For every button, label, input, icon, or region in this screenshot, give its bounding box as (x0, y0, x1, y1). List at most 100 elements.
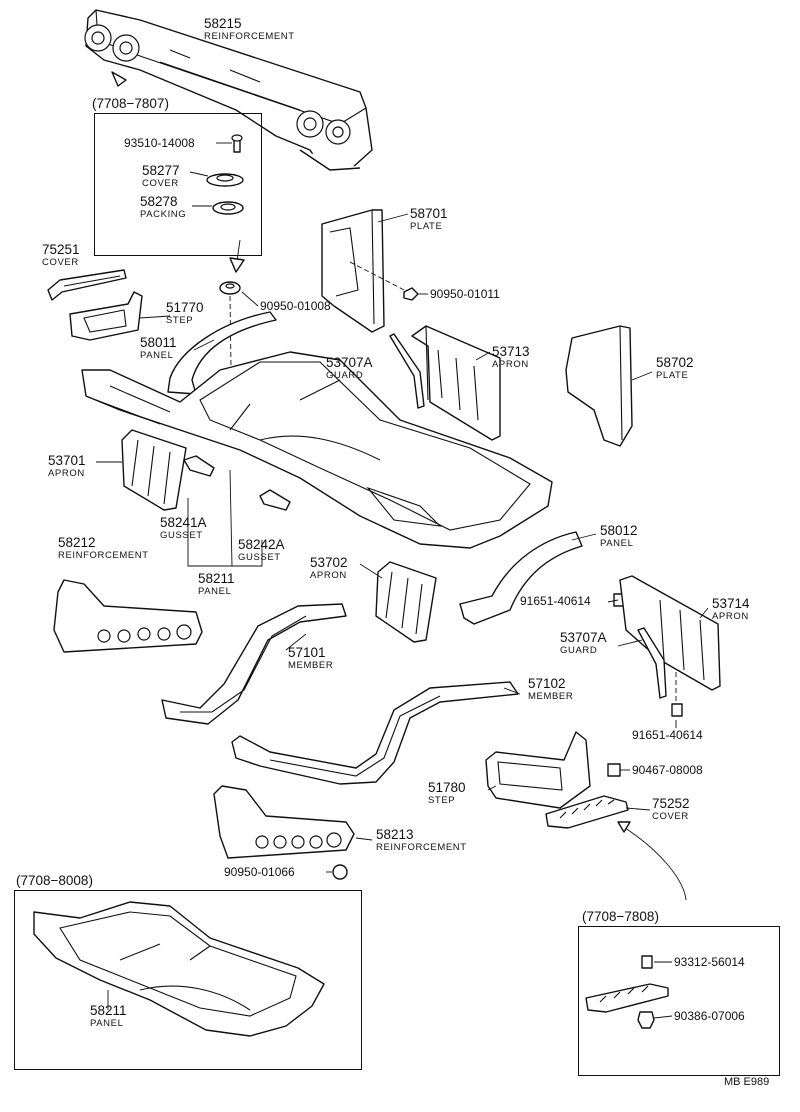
part-name: APRON (48, 467, 85, 479)
date-range-top: (7708−7807) (92, 96, 169, 111)
leader-lines (96, 142, 709, 1019)
gusset-58241a-drawing (183, 455, 215, 477)
step-51770-drawing (69, 291, 143, 341)
part-number: 58701 (410, 206, 448, 221)
code-90950-01011: 90950-01011 (430, 287, 500, 301)
box-7708-7807-drawing (206, 134, 244, 215)
code-93312-56014: 93312-56014 (674, 955, 745, 969)
reinforcement-58213-drawing (213, 785, 355, 859)
part-name: PACKING (140, 208, 187, 220)
part-number: 58278 (140, 194, 178, 209)
bolt-90467-08008 (607, 763, 621, 777)
code-91651-40614-top: 91651-40614 (520, 594, 591, 608)
part-name: PLATE (656, 369, 689, 381)
part-name: APRON (310, 569, 347, 581)
part-number: 53701 (48, 453, 86, 468)
part-name: GUARD (326, 369, 364, 381)
code-90950-01066: 90950-01066 (224, 865, 295, 879)
part-name: MEMBER (288, 659, 334, 671)
reinforcement-58212-drawing (53, 579, 203, 653)
part-number: 57101 (288, 645, 326, 660)
part-name: REINFORCEMENT (58, 549, 149, 561)
panel-58011-drawing (167, 311, 277, 395)
grommet-90950-01066 (332, 864, 348, 880)
cover-75251-drawing (47, 269, 127, 301)
part-name: COVER (42, 256, 79, 268)
part-name: PANEL (140, 349, 174, 361)
part-name: REINFORCEMENT (376, 841, 467, 853)
part-name: GUSSET (238, 551, 281, 563)
apron-53701-drawing (121, 429, 187, 511)
part-number: 51770 (166, 300, 204, 315)
step-51780-drawing (485, 731, 591, 809)
part-number: 58702 (656, 355, 694, 370)
part-number: 51780 (428, 780, 466, 795)
part-name: GUSSET (160, 529, 203, 541)
part-number: 75252 (652, 796, 690, 811)
apron-53714-drawing (619, 575, 721, 691)
part-name: PANEL (198, 585, 232, 597)
nut-90950-01011 (403, 287, 419, 301)
diagram-code: MB E989 (724, 1076, 770, 1088)
part-number: 58211 (90, 1003, 127, 1018)
cover-75252-drawing (545, 795, 629, 829)
floor-panel-drawing (81, 351, 553, 549)
part-number: 58277 (142, 163, 180, 178)
apron-53702-drawing (375, 561, 437, 643)
part-number: 58241A (160, 515, 207, 530)
bolt-93312-56014 (641, 955, 653, 969)
gusset-58242a-drawing (259, 489, 291, 511)
member-57102-drawing (231, 681, 519, 785)
part-name: APRON (492, 358, 529, 370)
part-name: GUARD (560, 644, 598, 656)
cover-75252-alt-drawing (585, 983, 669, 1013)
part-name: PANEL (600, 537, 634, 549)
code-91651-40614-bottom: 91651-40614 (632, 728, 703, 742)
clip-90386-07006 (637, 1011, 655, 1029)
part-name: APRON (712, 610, 749, 622)
part-number: 58011 (140, 335, 177, 350)
date-range-bottom-left: (7708−8008) (16, 873, 93, 888)
part-number: 58211 (198, 571, 235, 586)
part-number: 53707A (326, 355, 373, 370)
part-name: STEP (166, 314, 194, 326)
member-57101-drawing (161, 603, 347, 725)
part-name: PANEL (90, 1017, 124, 1029)
part-number: 58213 (376, 827, 414, 842)
box-7708-7808 (578, 926, 780, 1076)
box-7708-8008 (14, 890, 362, 1070)
part-name: REINFORCEMENT (204, 30, 295, 42)
part-name: MEMBER (528, 690, 574, 702)
panel-58012-drawing (459, 531, 583, 625)
part-name: COVER (142, 177, 179, 189)
guard-53707a-top-drawing (389, 333, 425, 409)
code-90386-07006: 90386-07006 (674, 1009, 745, 1023)
apron-53713-drawing (411, 325, 501, 441)
part-number: 53714 (712, 596, 750, 611)
guard-53707a-bottom-drawing (637, 627, 667, 699)
plate-58701-drawing (321, 209, 409, 333)
part-name: PLATE (410, 220, 443, 232)
part-number: 53702 (310, 555, 348, 570)
